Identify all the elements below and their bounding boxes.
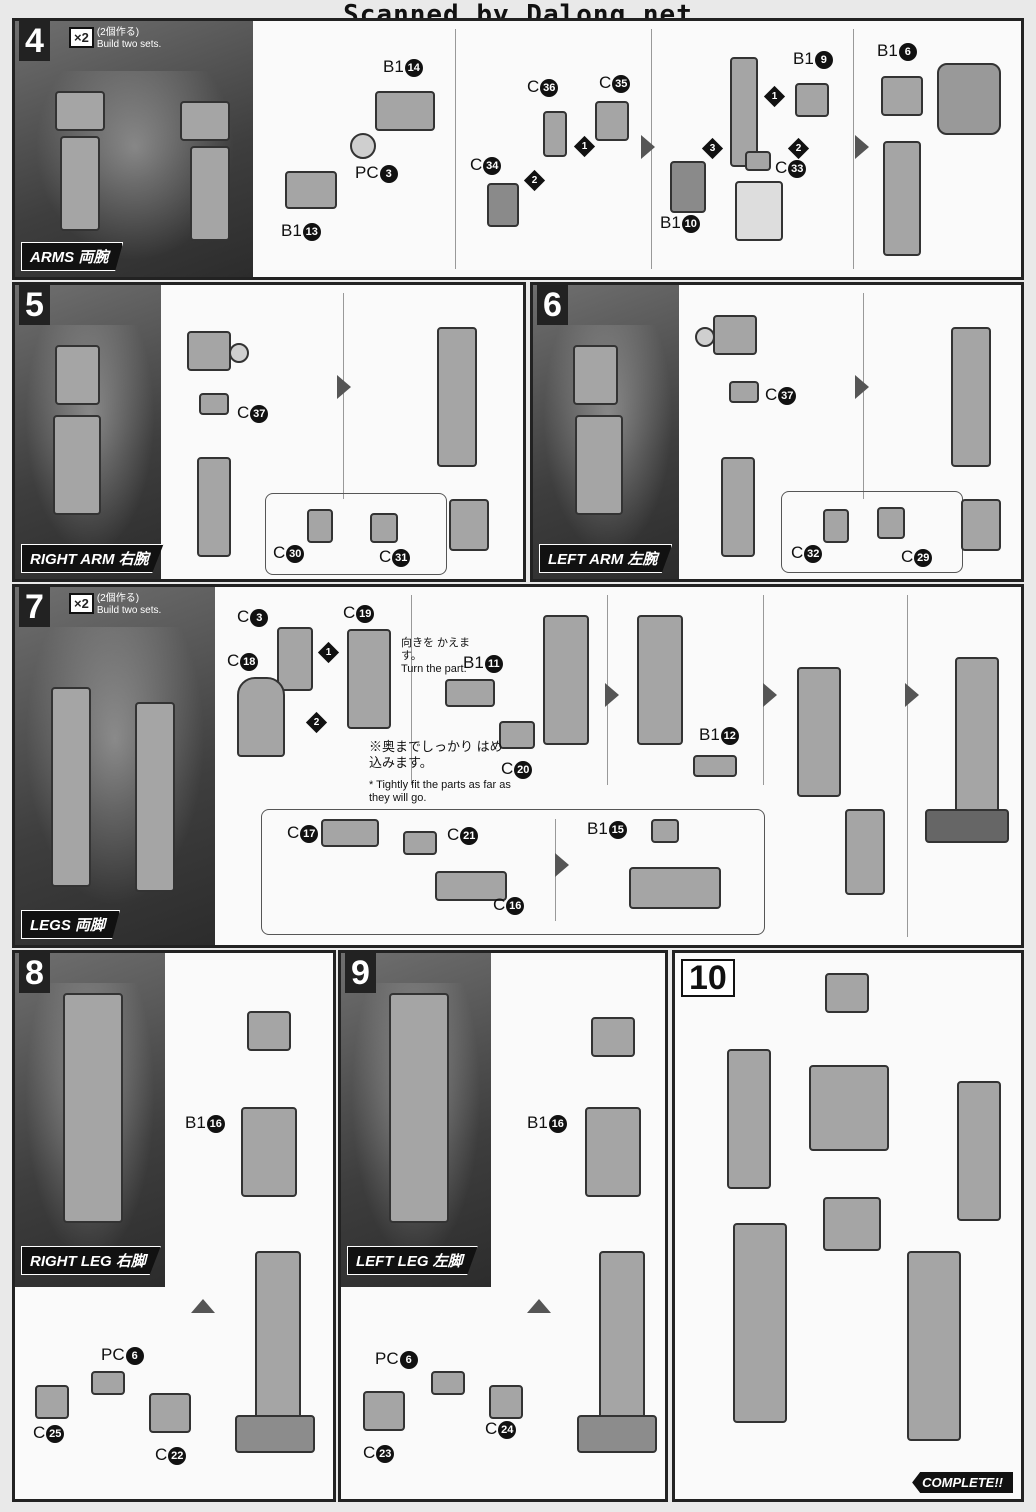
waist-part — [823, 1197, 881, 1251]
right-arm-part — [727, 1049, 771, 1189]
step-9-number: 9 — [345, 953, 376, 993]
step-6-number: 6 — [537, 285, 568, 325]
step-8-number: 8 — [19, 953, 50, 993]
step-5-number: 5 — [19, 285, 50, 325]
turn-part-note: 向きを かえます。Turn the part. — [401, 637, 471, 675]
step-5-illustration — [15, 285, 161, 579]
step-5-tag: RIGHT ARM 右腕 — [21, 544, 164, 573]
left-leg-part — [907, 1251, 961, 1441]
step-7-number: 7 — [19, 587, 50, 627]
step-7-foot-subassembly — [261, 809, 765, 935]
step-4-multiplier: ×2(2個作る)Build two sets. — [69, 27, 161, 51]
step-10-number: 10 — [681, 959, 735, 997]
step-6-tag: LEFT ARM 左腕 — [539, 544, 673, 573]
step-6-illustration — [533, 285, 679, 579]
step-4-illustration — [15, 21, 253, 277]
right-leg-part — [733, 1223, 787, 1423]
step-8-illustration — [15, 953, 165, 1287]
step-8-tag: RIGHT LEG 右脚 — [21, 1246, 161, 1275]
fit-tightly-note: ※奥までしっかり はめ込みます。 — [369, 739, 503, 770]
fit-tightly-note-en: * Tightly fit the parts as far as they w… — [369, 779, 511, 804]
step-4-number: 4 — [19, 21, 50, 61]
step-9-illustration — [341, 953, 491, 1287]
step-marker-1: 1 — [573, 135, 596, 158]
head-part — [825, 973, 869, 1013]
step-10-panel: 10 COMPLETE!! — [672, 950, 1024, 1502]
complete-banner: COMPLETE!! — [912, 1472, 1013, 1493]
step-4-tag: ARMS 両腕 — [21, 242, 124, 271]
step-5-hand-subassembly — [265, 493, 447, 575]
step-9-tag: LEFT LEG 左脚 — [347, 1246, 478, 1275]
step-7-tag: LEGS 両脚 — [21, 910, 121, 939]
torso-part — [809, 1065, 889, 1151]
step-7-multiplier: ×2(2個作る)Build two sets. — [69, 593, 161, 617]
left-arm-part — [957, 1081, 1001, 1221]
step-marker-2: 2 — [523, 169, 546, 192]
step-7-illustration — [15, 587, 215, 945]
